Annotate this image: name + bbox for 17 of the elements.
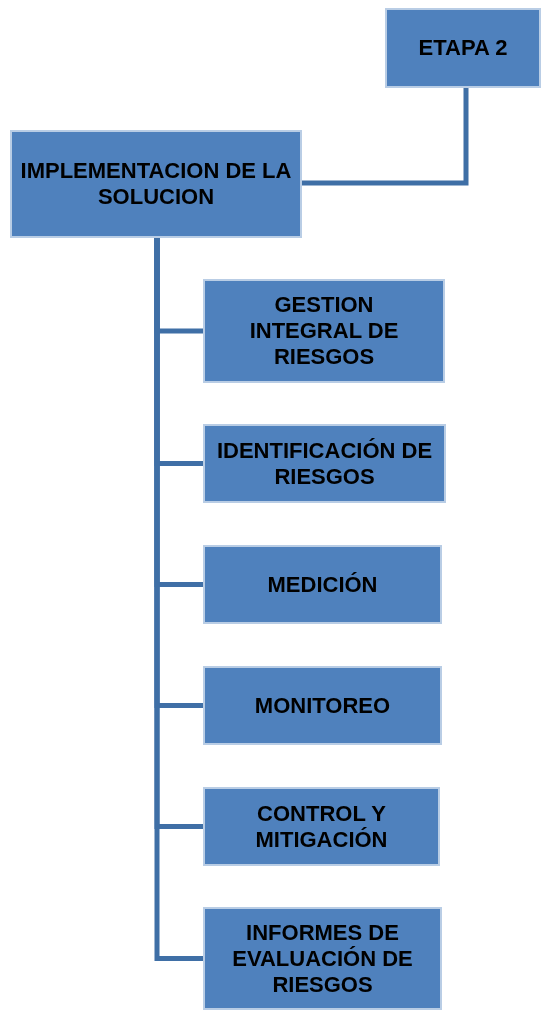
process-box xyxy=(203,787,440,866)
box-label: MEDICIÓN xyxy=(267,571,378,598)
process-box xyxy=(203,279,445,383)
process-box xyxy=(203,666,442,745)
process-box xyxy=(385,8,541,88)
process-box xyxy=(203,545,442,624)
process-box xyxy=(203,907,442,1010)
process-box xyxy=(10,130,302,238)
box-label: ETAPA 2 xyxy=(418,35,508,61)
process-box xyxy=(203,424,446,503)
box-label: INFORMES DE EVALUACIÓN DE RIESGOS xyxy=(231,919,414,998)
box-label: MONITOREO xyxy=(254,692,391,719)
box-label: CONTROL Y MITIGACIÓN xyxy=(254,800,389,853)
box-label: IDENTIFICACIÓN DE RIESGOS xyxy=(215,437,434,490)
box-label: IMPLEMENTACION DE LA SOLUCION xyxy=(19,158,293,210)
connector-line xyxy=(302,88,469,186)
box-label: GESTION INTEGRAL DE RIESGOS xyxy=(248,292,400,370)
